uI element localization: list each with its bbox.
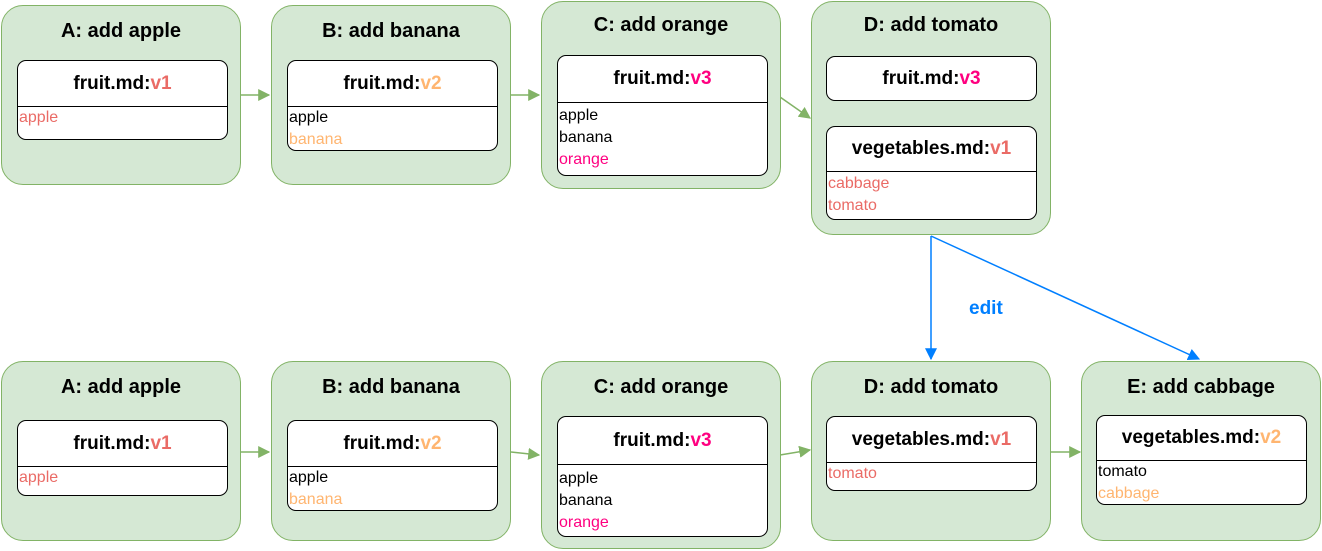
file-version: v1 bbox=[990, 428, 1012, 450]
file-header: vegetables.md:v1 bbox=[827, 417, 1036, 463]
file-card-fruit: fruit.md:v1 apple bbox=[17, 60, 228, 140]
commit-title: A: add apple bbox=[60, 376, 181, 398]
commit-bottom-c: C: add orange fruit.md:v3 apple banana o… bbox=[541, 361, 781, 549]
file-header: fruit.md:v3 bbox=[558, 417, 767, 465]
file-version: v1 bbox=[990, 138, 1012, 159]
file-header: fruit.md:v3 bbox=[827, 57, 1036, 100]
file-name: fruit.md: bbox=[73, 432, 151, 454]
edge-bottom-c-to-d bbox=[779, 445, 812, 458]
file-line: apple bbox=[19, 109, 59, 126]
edge-top-c-to-d bbox=[779, 96, 811, 119]
file-card-fruit: fruit.md:v1 apple bbox=[17, 420, 228, 496]
file-line: tomato bbox=[828, 465, 877, 482]
commit-title: D: add tomato bbox=[863, 14, 999, 36]
file-name: fruit.md: bbox=[882, 67, 960, 89]
file-body: cabbage tomato bbox=[827, 172, 1036, 217]
edge-bottom-b-to-c bbox=[510, 447, 541, 460]
file-name: vegetables.md: bbox=[851, 428, 991, 450]
file-line: orange bbox=[559, 514, 609, 531]
file-name: vegetables.md: bbox=[851, 138, 991, 159]
commit-top-c: C: add orange fruit.md:v3 apple banana o… bbox=[541, 1, 781, 189]
file-card-fruit: fruit.md:v3 bbox=[826, 56, 1037, 101]
file-header: fruit.md:v3 bbox=[558, 56, 767, 103]
file-body: apple banana bbox=[288, 467, 497, 510]
file-line: banana bbox=[559, 129, 613, 146]
file-line: apple bbox=[19, 469, 59, 486]
commit-title: C: add orange bbox=[593, 376, 729, 398]
file-line: orange bbox=[559, 151, 609, 168]
file-card-fruit: fruit.md:v3 apple banana orange bbox=[557, 416, 768, 537]
commit-top-a: A: add apple fruit.md:v1 apple bbox=[1, 5, 241, 185]
file-version: v2 bbox=[420, 72, 442, 94]
commit-bottom-d: D: add tomato vegetables.md:v1 tomato bbox=[811, 361, 1051, 541]
file-line: banana bbox=[559, 492, 613, 509]
file-line: banana bbox=[289, 491, 343, 508]
file-name: fruit.md: bbox=[613, 68, 691, 89]
file-header: fruit.md:v2 bbox=[288, 421, 497, 467]
file-body: tomato bbox=[827, 463, 1036, 485]
file-body: tomato cabbage bbox=[1097, 461, 1306, 504]
file-body: apple bbox=[18, 107, 227, 129]
file-line: apple bbox=[289, 469, 329, 486]
file-version: v1 bbox=[150, 432, 172, 454]
file-line: tomato bbox=[1098, 463, 1147, 480]
file-body: apple banana bbox=[288, 107, 497, 150]
file-version: v3 bbox=[690, 429, 712, 451]
file-name: vegetables.md: bbox=[1121, 427, 1261, 448]
file-card-vegetables: vegetables.md:v1 cabbage tomato bbox=[826, 126, 1037, 220]
commit-title: E: add cabbage bbox=[1127, 376, 1275, 398]
file-version: v3 bbox=[959, 67, 981, 89]
file-header: vegetables.md:v1 bbox=[827, 127, 1036, 172]
file-header: fruit.md:v1 bbox=[18, 421, 227, 467]
file-line: apple bbox=[559, 470, 599, 487]
commit-title: B: add banana bbox=[322, 376, 460, 398]
file-line: tomato bbox=[828, 197, 877, 214]
file-header: vegetables.md:v2 bbox=[1097, 416, 1306, 461]
file-line: apple bbox=[559, 107, 599, 124]
file-header: fruit.md:v2 bbox=[288, 61, 497, 107]
file-card-fruit: fruit.md:v2 apple banana bbox=[287, 420, 498, 511]
file-line: apple bbox=[289, 109, 329, 126]
commit-title: D: add tomato bbox=[863, 376, 999, 398]
file-card-vegetables: vegetables.md:v1 tomato bbox=[826, 416, 1037, 491]
commit-title: A: add apple bbox=[60, 20, 181, 42]
commit-title: C: add orange bbox=[593, 14, 729, 36]
file-version: v1 bbox=[150, 72, 172, 94]
edit-label: edit bbox=[969, 298, 1003, 319]
commit-bottom-b: B: add banana fruit.md:v2 apple banana bbox=[271, 361, 511, 541]
file-body: apple banana orange bbox=[558, 103, 767, 171]
commit-top-d: D: add tomato fruit.md:v3 vegetables.md:… bbox=[811, 1, 1051, 235]
file-card-fruit: fruit.md:v2 apple banana bbox=[287, 60, 498, 151]
commit-top-b: B: add banana fruit.md:v2 apple banana bbox=[271, 5, 511, 185]
file-version: v2 bbox=[420, 432, 442, 454]
commit-title: B: add banana bbox=[322, 20, 460, 42]
file-card-vegetables: vegetables.md:v2 tomato cabbage bbox=[1096, 415, 1307, 505]
file-name: fruit.md: bbox=[343, 432, 421, 454]
file-body: apple banana orange bbox=[558, 465, 767, 534]
file-card-fruit: fruit.md:v3 apple banana orange bbox=[557, 55, 768, 176]
commit-bottom-a: A: add apple fruit.md:v1 apple bbox=[1, 361, 241, 541]
file-line: cabbage bbox=[1098, 485, 1160, 502]
commit-bottom-e: E: add cabbage vegetables.md:v2 tomato c… bbox=[1081, 361, 1321, 541]
file-name: fruit.md: bbox=[73, 72, 151, 94]
file-line: banana bbox=[289, 131, 343, 148]
file-body: apple bbox=[18, 467, 227, 489]
file-version: v2 bbox=[1260, 427, 1282, 448]
file-header: fruit.md:v1 bbox=[18, 61, 227, 107]
file-name: fruit.md: bbox=[613, 429, 691, 451]
file-name: fruit.md: bbox=[343, 72, 421, 94]
file-version: v3 bbox=[690, 68, 712, 89]
file-line: cabbage bbox=[828, 175, 890, 192]
